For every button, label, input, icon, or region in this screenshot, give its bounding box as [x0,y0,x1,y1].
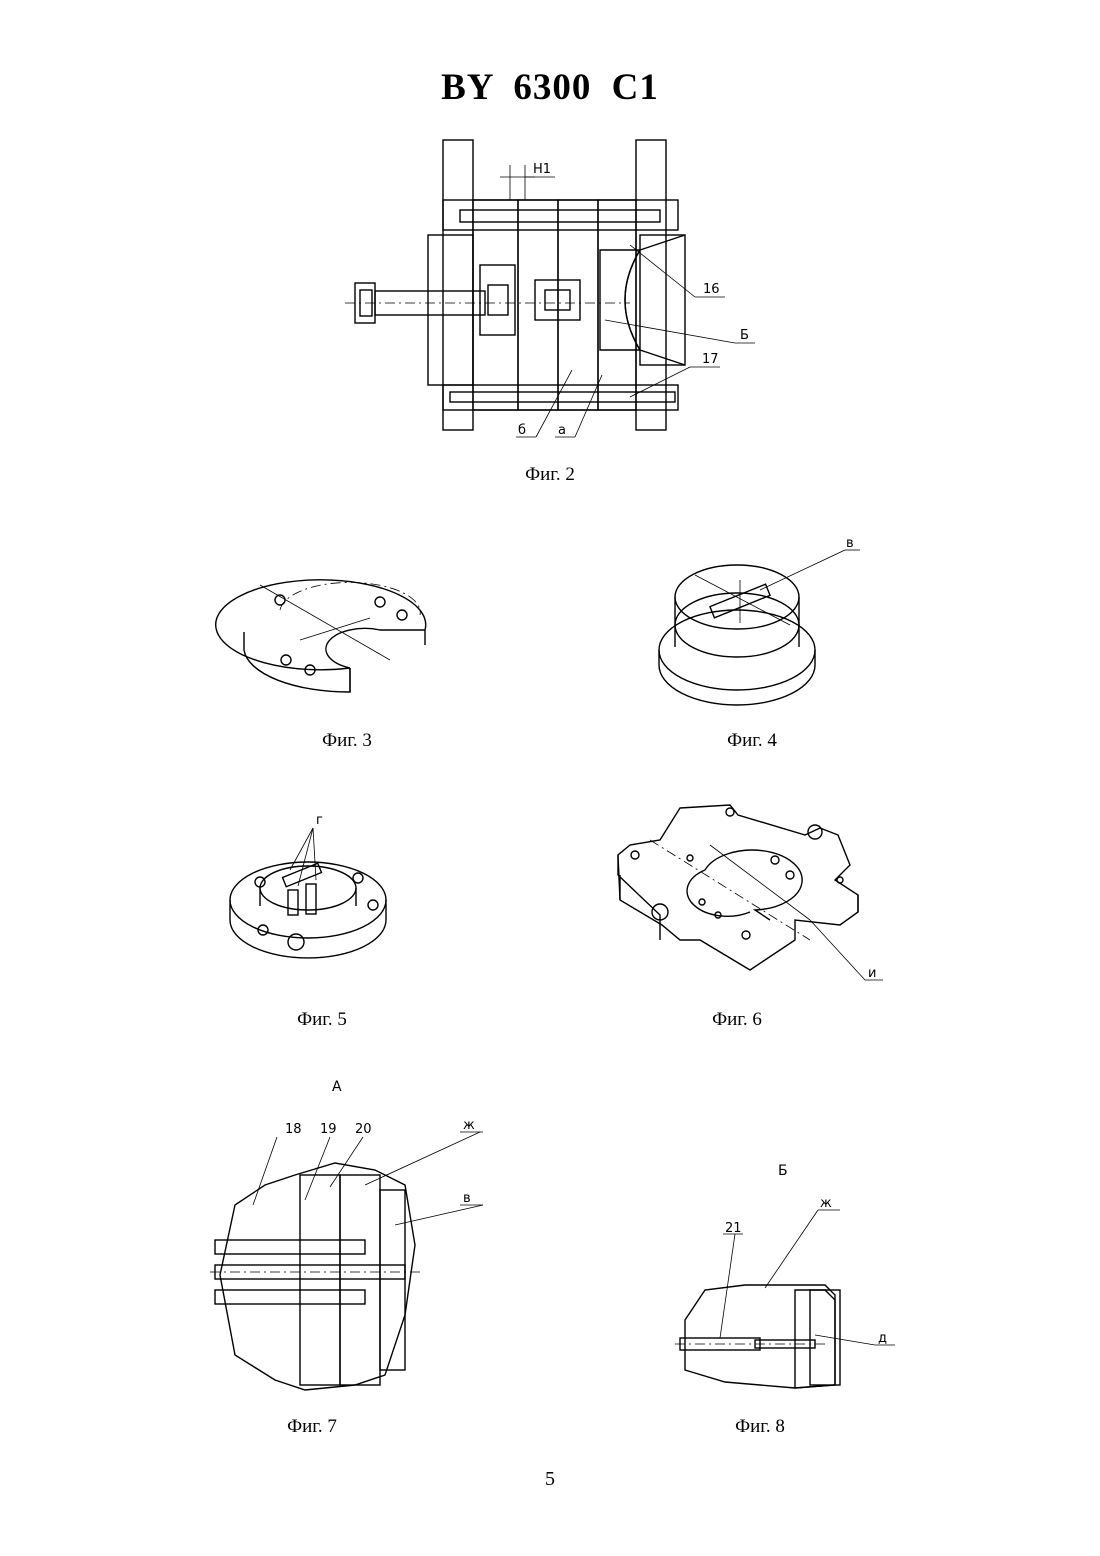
label-16: 16 [703,282,720,297]
label-b-small: б [518,423,526,438]
document-title: BY 6300 C1 [0,66,1100,109]
label-21: 21 [725,1221,742,1236]
label-g: г [316,813,323,828]
view-label-b: Б [778,1163,788,1179]
label-v7: в [463,1191,471,1206]
figure-3-drawing [240,570,440,705]
label-17: 17 [702,352,719,367]
label-h1: H1 [533,162,551,177]
figure-7-drawing: А 18 19 20 ж в [205,1075,495,1395]
label-d: д [878,1331,887,1346]
label-zh8: ж [820,1196,832,1211]
figure-8-caption: Фиг. 8 [700,1416,820,1438]
figure-6-caption: Фиг. 6 [677,1009,797,1031]
figure-5-drawing: г [228,810,393,960]
label-zh: ж [463,1118,475,1133]
page-number: 5 [0,1468,1100,1491]
label-18: 18 [285,1122,302,1137]
figure-5-caption: Фиг. 5 [262,1009,382,1031]
figure-3-caption: Фиг. 3 [287,730,407,752]
label-v: в [846,536,854,551]
figure-8-drawing: Б 21 ж д [675,1160,900,1395]
label-i: и [868,966,876,981]
figure-7-caption: Фиг. 7 [252,1416,372,1438]
figure-4-drawing: в [655,535,870,705]
figure-2-drawing: H1 16 Б 17 б а [340,135,770,440]
figure-6-drawing: и [610,800,890,985]
figure-2-caption: Фиг. 2 [490,464,610,486]
label-20: 20 [355,1122,372,1137]
label-a: а [558,423,566,438]
label-b-cap: Б [740,328,749,343]
label-19: 19 [320,1122,337,1137]
view-label-a: А [332,1079,342,1095]
figure-4-caption: Фиг. 4 [692,730,812,752]
